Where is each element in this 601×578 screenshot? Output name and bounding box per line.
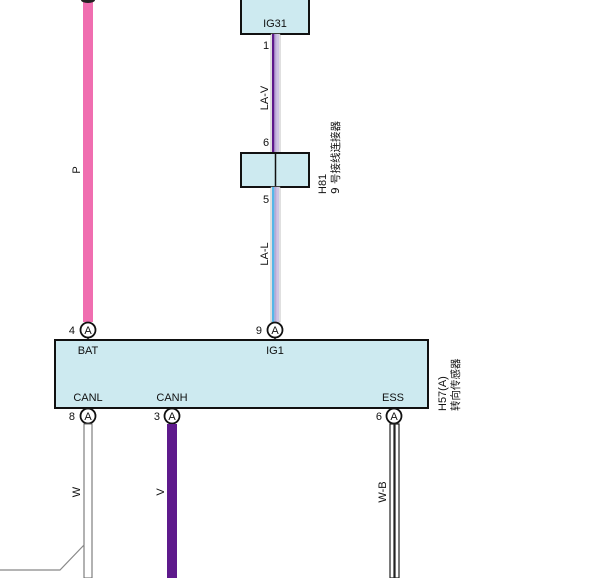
- terminal-ig1-label: IG1: [266, 345, 284, 357]
- terminal-ess-conn: A: [390, 411, 398, 423]
- h57-connector-box: [54, 339, 429, 409]
- wire-la-l-label: LA-L: [259, 242, 271, 265]
- terminal-ig1-conn: A: [271, 325, 279, 337]
- wire-w: [0, 423, 93, 578]
- terminal-canh-label: CANH: [156, 392, 187, 404]
- h81-pin-5: 5: [263, 194, 269, 206]
- h57-code: H57(A): [437, 376, 449, 411]
- terminal-canh: [163, 407, 181, 425]
- wire-w-b: [389, 423, 400, 578]
- wire-v: [167, 424, 177, 578]
- h57-name: 转向传感器: [449, 358, 462, 411]
- h81-name: 9 号接线连接器: [329, 120, 342, 194]
- ig31-pin-1: 1: [263, 40, 269, 52]
- h81-code: H81: [317, 174, 329, 194]
- terminal-canl-pin: 8: [69, 411, 75, 423]
- wire-w-label: W: [71, 486, 83, 497]
- terminal-bat: [79, 321, 97, 340]
- terminal-ess-pin: 6: [376, 411, 382, 423]
- terminal-canl-conn: A: [84, 411, 92, 423]
- wire-la-l: [270, 186, 281, 323]
- terminal-ess-label: ESS: [382, 392, 404, 404]
- wire-w-b-label: W-B: [377, 481, 389, 502]
- terminal-ess: [385, 407, 403, 425]
- wire-p-label: P: [71, 166, 83, 173]
- terminal-bat-label: BAT: [78, 345, 99, 357]
- terminal-canl-label: CANL: [73, 392, 102, 404]
- terminal-canh-pin: 3: [154, 411, 160, 423]
- terminal-canh-conn: A: [168, 411, 176, 423]
- wire-p: [81, 0, 95, 322]
- h81-pin-6: 6: [263, 137, 269, 149]
- terminal-bat-conn: A: [84, 325, 92, 337]
- ig31-label: IG31: [263, 18, 287, 30]
- wire-la-v-label: LA-V: [259, 85, 271, 110]
- terminal-bat-pin: 4: [69, 325, 75, 337]
- terminal-ig1: [266, 321, 284, 340]
- wire-la-v: [270, 33, 281, 154]
- h81-connector: [240, 152, 310, 188]
- wire-v-label: V: [155, 488, 167, 496]
- terminal-ig1-pin: 9: [256, 325, 262, 337]
